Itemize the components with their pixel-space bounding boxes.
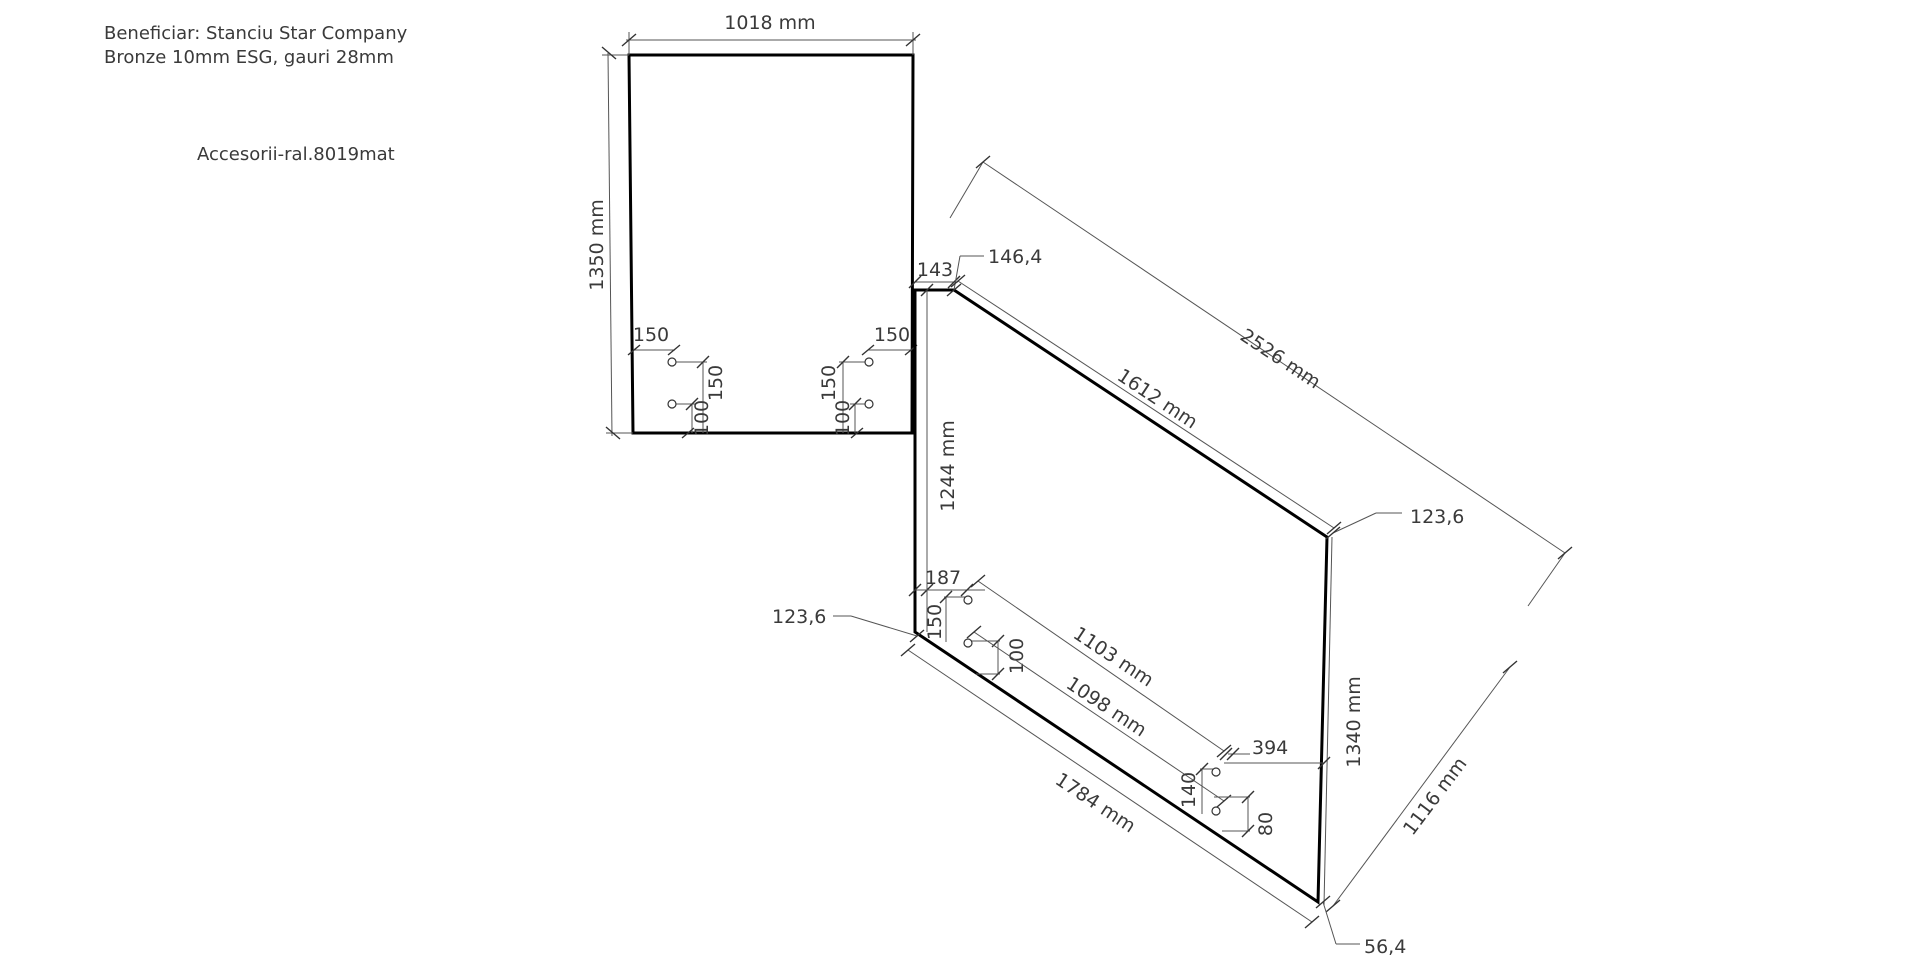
beneficiary-note: Beneficiar: Stanciu Star Company — [104, 23, 408, 44]
panel-2: 143 146,4 1612 mm 2526 mm 123, — [772, 155, 1573, 955]
panel-1-hole-height-left: 150 — [705, 365, 727, 401]
panel-2-right-corner-label: 123,6 — [1410, 506, 1464, 528]
panel-2-top-notch-label: 146,4 — [988, 246, 1042, 268]
panel-1-width-label: 1018 mm — [724, 12, 815, 34]
panel-2-right-height-label: 1340 mm — [1343, 676, 1365, 767]
panel-2-overall-label: 2526 mm — [1236, 325, 1324, 394]
panel-2-hole1-height-label: 150 — [924, 604, 946, 640]
panel-2-top-short-label: 143 — [917, 259, 953, 281]
hole-icon — [963, 595, 973, 605]
panel-2-left-corner-label: 123,6 — [772, 606, 826, 628]
panel-2-bottom-dimension: 1784 mm — [900, 643, 1320, 929]
panel-1-height-dimension: 1350 mm — [586, 46, 633, 440]
panel-2-bottom-label: 1784 mm — [1051, 769, 1139, 838]
panel-1-width-dimension: 1018 mm — [621, 12, 921, 55]
hole-icon — [864, 399, 874, 409]
material-note: Bronze 10mm ESG, gauri 28mm — [104, 47, 394, 68]
panel-1-left-hole-dims: 150 150 100 — [627, 324, 727, 439]
panel-1-outline — [627, 53, 915, 435]
panel-2-left-height-label: 1244 mm — [937, 420, 959, 511]
panel-1: 1018 mm 1350 mm 150 150 100 — [586, 12, 921, 440]
panel-2-left-hole-dims: 187 150 100 — [908, 567, 1028, 681]
panel-2-top-diagonal-dimension: 1612 mm — [950, 274, 1342, 535]
hole-icon — [667, 399, 677, 409]
hole-icon — [667, 357, 677, 367]
panel-2-hole2-height-label: 140 — [1178, 772, 1200, 808]
panel-1-hole-height-right: 150 — [818, 365, 840, 401]
panel-1-hole-offset-right: 150 — [874, 324, 910, 346]
panel-1-hole-spacing-right: 100 — [832, 400, 854, 436]
panel-1-height-label: 1350 mm — [586, 199, 608, 290]
panel-2-hole1-offset-label: 187 — [925, 567, 961, 589]
accessories-note: Accesorii-ral.8019mat — [197, 144, 395, 165]
panel-2-overall-dimension: 2526 mm — [949, 155, 1573, 607]
panel-2-depth-label: 1116 mm — [1399, 753, 1472, 839]
panel-2-left-corner-callout: 123,6 — [772, 606, 925, 643]
panel-1-hole-spacing-left: 100 — [691, 400, 713, 436]
panel-2-left-height-dimension: 1244 mm — [920, 283, 959, 632]
hole-icon — [963, 638, 973, 648]
panel-2-hole2-offset-label: 394 — [1252, 737, 1288, 759]
panel-2-bottom-offset-label: 56,4 — [1364, 936, 1406, 955]
panel-2-right-hole-dims: 394 140 80 — [1178, 737, 1288, 838]
panel-1-hole-offset-left: 150 — [633, 324, 669, 346]
hole-icon — [1211, 806, 1221, 816]
hole-icon — [864, 357, 874, 367]
panel-2-outline — [913, 288, 1329, 905]
hole-icon — [1211, 767, 1221, 777]
panel-2-right-height-dimension: 1340 mm — [1224, 536, 1365, 906]
panel-2-hole2-spacing-label: 80 — [1255, 812, 1277, 836]
panel-1-right-hole-dims: 150 150 100 — [818, 324, 918, 439]
panel-2-bottom-offset-callout: 56,4 — [1315, 895, 1406, 955]
panel-2-right-corner-callout: 123,6 — [1325, 506, 1464, 540]
